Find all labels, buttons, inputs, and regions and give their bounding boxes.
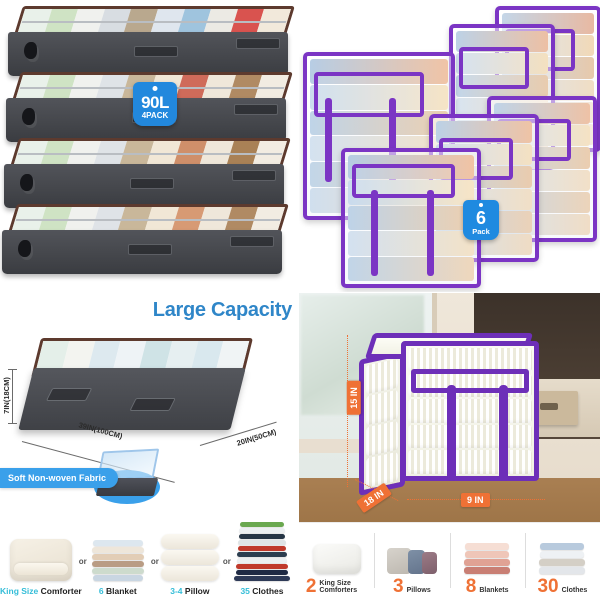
capacity-name: Clothes bbox=[252, 586, 284, 596]
box-side-hole bbox=[24, 42, 37, 59]
dimension-diagram bbox=[18, 338, 268, 448]
capacity-label: 35 Clothes bbox=[226, 586, 298, 596]
clear-bag bbox=[341, 148, 481, 288]
box-handle bbox=[128, 244, 172, 255]
dim-tick bbox=[8, 369, 17, 370]
stat-line: 30 Clothes bbox=[537, 575, 588, 597]
box-body bbox=[4, 164, 284, 208]
box-handle bbox=[134, 46, 178, 57]
badge-label: Pack bbox=[472, 227, 490, 236]
box-zipper bbox=[21, 21, 287, 23]
capacity-stats-row: 2 King Size Comforters 3 Pillows bbox=[299, 522, 600, 600]
box-handle bbox=[236, 38, 280, 49]
stat-item: 2 King Size Comforters bbox=[299, 523, 374, 600]
box-zipper bbox=[17, 153, 283, 155]
capacity-items-row: King Size Comforter or bbox=[0, 508, 298, 600]
stat-label: King Size Comforters bbox=[319, 579, 358, 595]
capacity-item: King Size Comforter or bbox=[0, 525, 87, 600]
bag-handle-strap bbox=[499, 385, 508, 481]
dim-label-height: 7IN(18CM) bbox=[1, 377, 11, 414]
dim-badge-width: 9 IN bbox=[461, 493, 490, 507]
panel-clear-bags: 6 Pack bbox=[299, 0, 600, 292]
box-body bbox=[2, 230, 282, 274]
capacity-qty: 3-4 bbox=[170, 586, 183, 596]
box-handle bbox=[234, 104, 278, 115]
bag-handle-strap bbox=[371, 190, 378, 276]
capacity-qty: King Size bbox=[0, 586, 39, 596]
or-separator: or bbox=[222, 557, 231, 566]
blanket-stack-icon bbox=[82, 525, 154, 581]
dim-tick bbox=[8, 423, 17, 424]
bag-handle-strap bbox=[325, 98, 332, 182]
bag-handle-strap bbox=[389, 98, 396, 182]
capacity-name: Pillow bbox=[184, 586, 210, 596]
bag-flap bbox=[458, 47, 530, 89]
box-side-hole bbox=[20, 174, 33, 191]
capacity-item: 6 Blanket or bbox=[82, 525, 159, 600]
clothes-stack-icon bbox=[226, 522, 298, 581]
bag-handle-strap bbox=[447, 385, 456, 481]
stat-number: 8 bbox=[465, 575, 477, 597]
box-body bbox=[8, 32, 288, 76]
box-handle bbox=[130, 178, 174, 189]
stat-number: 2 bbox=[305, 575, 317, 597]
clothes-icon bbox=[539, 532, 586, 574]
large-capacity-title: Large Capacity bbox=[152, 299, 293, 321]
dim-line-height bbox=[12, 369, 13, 423]
dim-badge-height: 15 IN bbox=[346, 381, 361, 415]
panel-under-bed-boxes: 90L 4PACK bbox=[0, 0, 298, 292]
panel-room-scene: 15 IN 18 IN 9 IN 2 King Size Comforters bbox=[299, 293, 600, 600]
storage-bag-product bbox=[359, 333, 539, 496]
or-separator: or bbox=[78, 557, 87, 566]
or-separator: or bbox=[150, 557, 159, 566]
stat-line: 8 Blankets bbox=[465, 575, 509, 597]
badge-volume: 90L bbox=[141, 92, 169, 112]
stat-line: 2 King Size Comforters bbox=[305, 575, 368, 597]
fabric-badge: Soft Non-woven Fabric bbox=[0, 468, 119, 488]
stat-item: 30 Clothes bbox=[524, 523, 600, 600]
box-zipper bbox=[15, 219, 281, 221]
box-handle bbox=[129, 398, 176, 411]
box-side-hole bbox=[18, 240, 31, 257]
box-handle bbox=[232, 170, 276, 181]
box-body bbox=[18, 368, 246, 430]
stat-item: 3 Pillows bbox=[374, 523, 449, 600]
bag-flap bbox=[351, 163, 455, 199]
bag-flap bbox=[314, 72, 424, 117]
box-side-hole bbox=[22, 108, 35, 125]
capacity-label: King Size Comforter bbox=[0, 586, 82, 596]
pillow-stack-icon bbox=[154, 525, 226, 581]
box-handle bbox=[230, 236, 274, 247]
badge-pack-count: 4PACK bbox=[141, 110, 169, 120]
comforter-icon bbox=[312, 532, 361, 574]
comforter-icon bbox=[0, 525, 82, 581]
stat-item: 8 Blankets bbox=[449, 523, 525, 600]
volume-pack-badge: 90L 4PACK bbox=[133, 82, 177, 126]
capacity-label: 6 Blanket bbox=[82, 586, 154, 596]
bag-window-frame bbox=[411, 369, 529, 393]
capacity-qty: 6 bbox=[98, 586, 104, 596]
panel-large-capacity: Large Capacity 7IN(18CM) 39IN(100CM) bbox=[0, 293, 298, 600]
capacity-name: Blanket bbox=[105, 586, 137, 596]
badge-count: 6 bbox=[475, 208, 486, 228]
capacity-item: 3-4 Pillow or bbox=[154, 525, 231, 600]
stat-label: Clothes bbox=[561, 587, 588, 595]
bag-front-panel bbox=[401, 341, 539, 481]
stat-label: Pillows bbox=[406, 587, 431, 595]
blanket-icon bbox=[464, 532, 511, 574]
capacity-label: 3-4 Pillow bbox=[154, 586, 226, 596]
stat-number: 30 bbox=[537, 575, 559, 597]
stat-label: Blankets bbox=[479, 587, 509, 595]
capacity-name: Comforter bbox=[40, 586, 82, 596]
capacity-qty: 35 bbox=[240, 586, 250, 596]
capacity-item: 35 Clothes bbox=[226, 522, 298, 600]
pack-count-badge: 6 Pack bbox=[463, 200, 499, 240]
pillow-icon bbox=[386, 532, 437, 574]
bag-handle-strap bbox=[427, 190, 434, 276]
stat-line: 3 Pillows bbox=[393, 575, 431, 597]
bag-side-panel bbox=[359, 350, 405, 496]
stat-number: 3 bbox=[393, 575, 404, 597]
box-handle bbox=[45, 388, 93, 401]
